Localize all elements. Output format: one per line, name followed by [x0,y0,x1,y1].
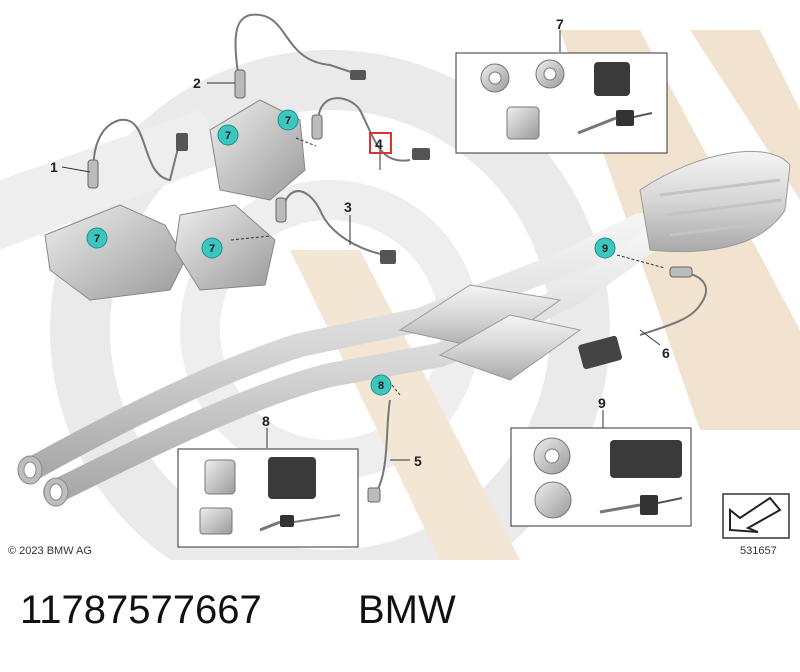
brand-name: BMW [358,588,456,632]
orientation-icon [722,493,790,539]
drawing-id: 531657 [740,545,777,557]
callout-3: 3 [344,199,352,215]
badge-7-d: 7 [209,243,215,255]
callout-1: 1 [50,159,58,175]
callout-7: 7 [556,16,564,32]
callout-4[interactable]: 4 [375,136,383,152]
exhaust-system [17,150,791,507]
highlight-frame [369,132,392,154]
badge-7-c: 7 [94,233,100,245]
callout-8: 8 [262,413,270,429]
badge-7-b: 7 [285,115,291,127]
kit-box-7 [455,52,668,154]
callout-5: 5 [414,453,422,469]
oxygen-sensors [87,13,707,503]
badge-9: 9 [602,243,608,255]
callout-2: 2 [193,75,201,91]
callout-6: 6 [662,345,670,361]
kit-box-9 [510,427,692,527]
part-number: 11787577667 [20,588,262,632]
exploded-parts-diagram: 1 2 3 4 5 6 7 8 9 7 7 7 7 9 8 © 2023 BMW… [0,13,800,560]
leader-lines [61,30,666,461]
badge-8: 8 [378,380,384,392]
callout-9: 9 [598,395,606,411]
position-badges: 7 7 7 7 9 8 [86,109,616,396]
badge-7-a: 7 [225,130,231,142]
kit-box-8 [177,448,359,548]
copyright-text: © 2023 BMW AG [8,545,92,557]
